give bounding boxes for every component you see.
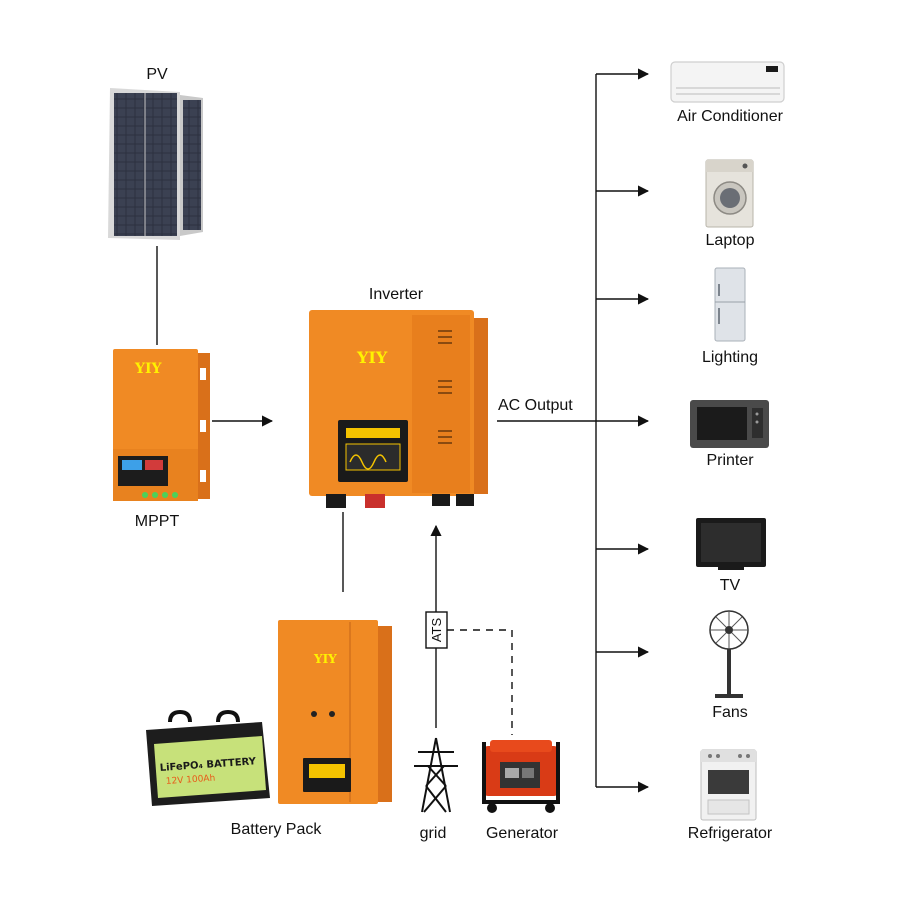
wall-battery-icon: YIY (278, 620, 392, 804)
generator-icon (482, 740, 560, 813)
connectors (156, 68, 650, 793)
fan-icon (709, 610, 749, 698)
mppt-label: MPPT (134, 513, 180, 530)
refrigerator-tall-icon (714, 267, 746, 342)
mppt-controller-icon: YIY (113, 349, 210, 501)
lifepo4-battery-icon: LiFePO₄ BATTERY 12V 100Ah (146, 709, 270, 806)
load-label-tv: TV (719, 577, 741, 594)
load-label-refrigerator: Refrigerator (687, 825, 773, 842)
svg-text:YIY: YIY (134, 361, 163, 377)
pv-label: PV (146, 66, 168, 83)
washing-machine-icon (705, 159, 754, 228)
inverter-icon: YIY (309, 310, 488, 508)
load-label-printer: Printer (706, 452, 754, 469)
svg-text:YIY: YIY (356, 348, 388, 367)
tv-icon (696, 518, 766, 570)
ats-box: ATS (425, 611, 448, 649)
inverter-label: Inverter (368, 286, 424, 303)
ats-label: ATS (429, 618, 444, 643)
air-conditioner-icon (670, 61, 785, 103)
load-label-laptop: Laptop (705, 232, 755, 249)
solar-panel-icon (108, 88, 203, 240)
microwave-icon (690, 400, 769, 448)
ac-output-label: AC Output (498, 397, 573, 414)
grid-label: grid (419, 825, 447, 842)
oven-icon (700, 749, 757, 821)
svg-text:YIY: YIY (313, 652, 337, 666)
generator-dashed-line (447, 629, 513, 735)
load-label-lighting: Lighting (701, 349, 759, 366)
generator-label: Generator (485, 825, 559, 842)
load-label-air-conditioner: Air Conditioner (677, 108, 783, 125)
power-tower-icon (414, 737, 458, 813)
battery-pack-label: Battery Pack (230, 821, 322, 838)
svg-text:12V 100Ah: 12V 100Ah (166, 774, 216, 787)
load-label-fans: Fans (712, 704, 748, 721)
